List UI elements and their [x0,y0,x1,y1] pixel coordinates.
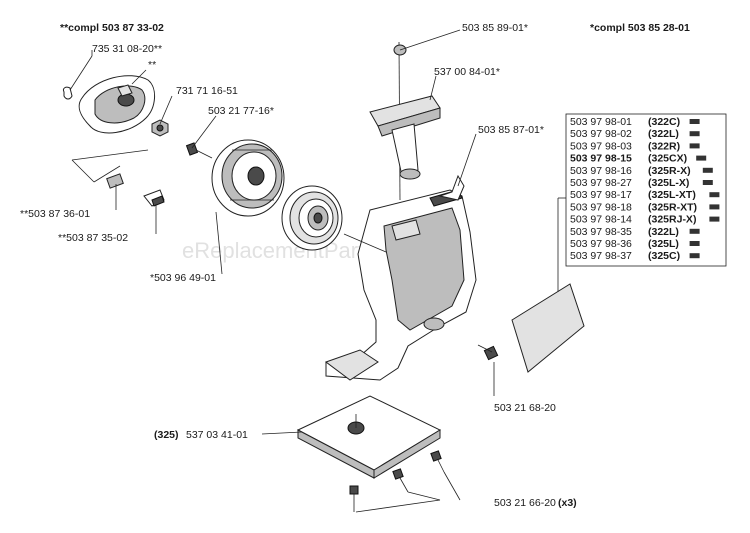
decal-thumbnail-icon [689,253,700,259]
nut-part [151,119,169,137]
decal-row-part-number: 503 97 98-17 [570,189,632,201]
decal-row-part-number: 503 97 98-03 [570,140,632,152]
label-537-00-84-01: 537 00 84-01* [434,66,500,78]
decal-thumbnail-icon [689,143,700,149]
label-503-87-35-02: **503 87 35-02 [58,232,128,244]
starter-housing-part [324,174,477,381]
decal-thumbnail-icon [702,180,713,185]
clip-part [63,86,73,100]
starter-cover-part [78,75,155,134]
decal-row-part-number: 503 97 98-02 [570,128,632,140]
pawl-part [106,173,124,189]
decal-thumbnail-icon [709,192,720,198]
label-325-prefix: (325) [154,429,179,441]
decal-row-model: (325RJ-X) [648,214,696,226]
decal-list-rows: 503 97 98-01 (322C) 503 97 98-02 (322L) 503 … [570,116,720,262]
decal-row-part-number: 503 97 98-36 [570,238,632,250]
label-x3: (x3) [558,497,577,509]
decal-row-part-number: 503 97 98-18 [570,201,632,213]
label-731-71-16-51: 731 71 16-51 [176,85,238,97]
decal-row-model: (322C) [648,116,680,128]
label-503-96-49-01: *503 96 49-01 [150,272,216,284]
left-group-title: **compl 503 87 33-02 [60,22,164,34]
decal-row-model: (325R-XT) [648,201,697,213]
decal-part [511,283,585,373]
decal-thumbnail-icon [689,119,700,124]
screw-part [185,142,213,159]
base-plate-part [296,395,442,479]
decal-thumbnail-icon [689,131,700,137]
decal-row-model: (322R) [648,140,680,152]
label-503-21-66-20: 503 21 66-20 [494,497,556,509]
decal-row-model: (325CX) [648,153,687,165]
right-group-title: *compl 503 85 28-01 [590,22,690,34]
decal-thumbnail-icon [689,228,700,234]
decal-thumbnail-icon [709,204,720,210]
housing-screw-part [477,344,499,361]
decal-row-model: (325L-X) [648,177,689,189]
decal-row-part-number: 503 97 98-14 [570,214,632,226]
decal-thumbnail-icon [689,241,700,246]
starter-handle-part [369,95,441,180]
label-503-85-87-01: 503 85 87-01* [478,124,544,136]
base-screw-part [349,450,445,512]
decal-row-model: (325C) [648,250,680,262]
decal-row-part-number: 503 97 98-16 [570,165,632,177]
spring-part [143,189,165,207]
decal-row-part-number: 503 97 98-27 [570,177,632,189]
leader-lines [69,29,559,513]
decal-row-part-number: 503 97 98-35 [570,226,632,238]
recoil-spring-part [281,185,343,251]
label-537-03-41-01: 537 03 41-01 [186,429,248,441]
decal-thumbnail-icon [696,155,707,161]
decal-row-part-number: 503 97 98-15 [570,153,632,165]
decal-list: 503 97 98-01 (322C) 503 97 98-02 (322L) 503 … [558,113,727,267]
label-735-31-08-20: 735 31 08-20** [92,43,162,55]
decal-row-model: (325L-XT) [648,189,696,201]
decal-row-model: (322L) [648,226,679,238]
label-503-21-77-16: 503 21 77-16* [208,105,274,117]
decal-row-part-number: 503 97 98-37 [570,250,632,262]
decal-row-part-number: 503 97 98-01 [570,116,632,128]
label-double-star: ** [148,59,156,71]
decal-row-model: (322L) [648,128,679,140]
label-503-85-89-01: 503 85 89-01* [462,22,528,34]
decal-thumbnail-icon [709,216,720,222]
label-503-21-68-20: 503 21 68-20 [494,402,556,414]
decal-row-model: (325R-X) [648,165,691,177]
pulley-part [211,139,285,217]
label-503-87-36-01: **503 87 36-01 [20,208,90,220]
decal-row-model: (325L) [648,238,679,250]
decal-thumbnail-icon [702,167,713,173]
